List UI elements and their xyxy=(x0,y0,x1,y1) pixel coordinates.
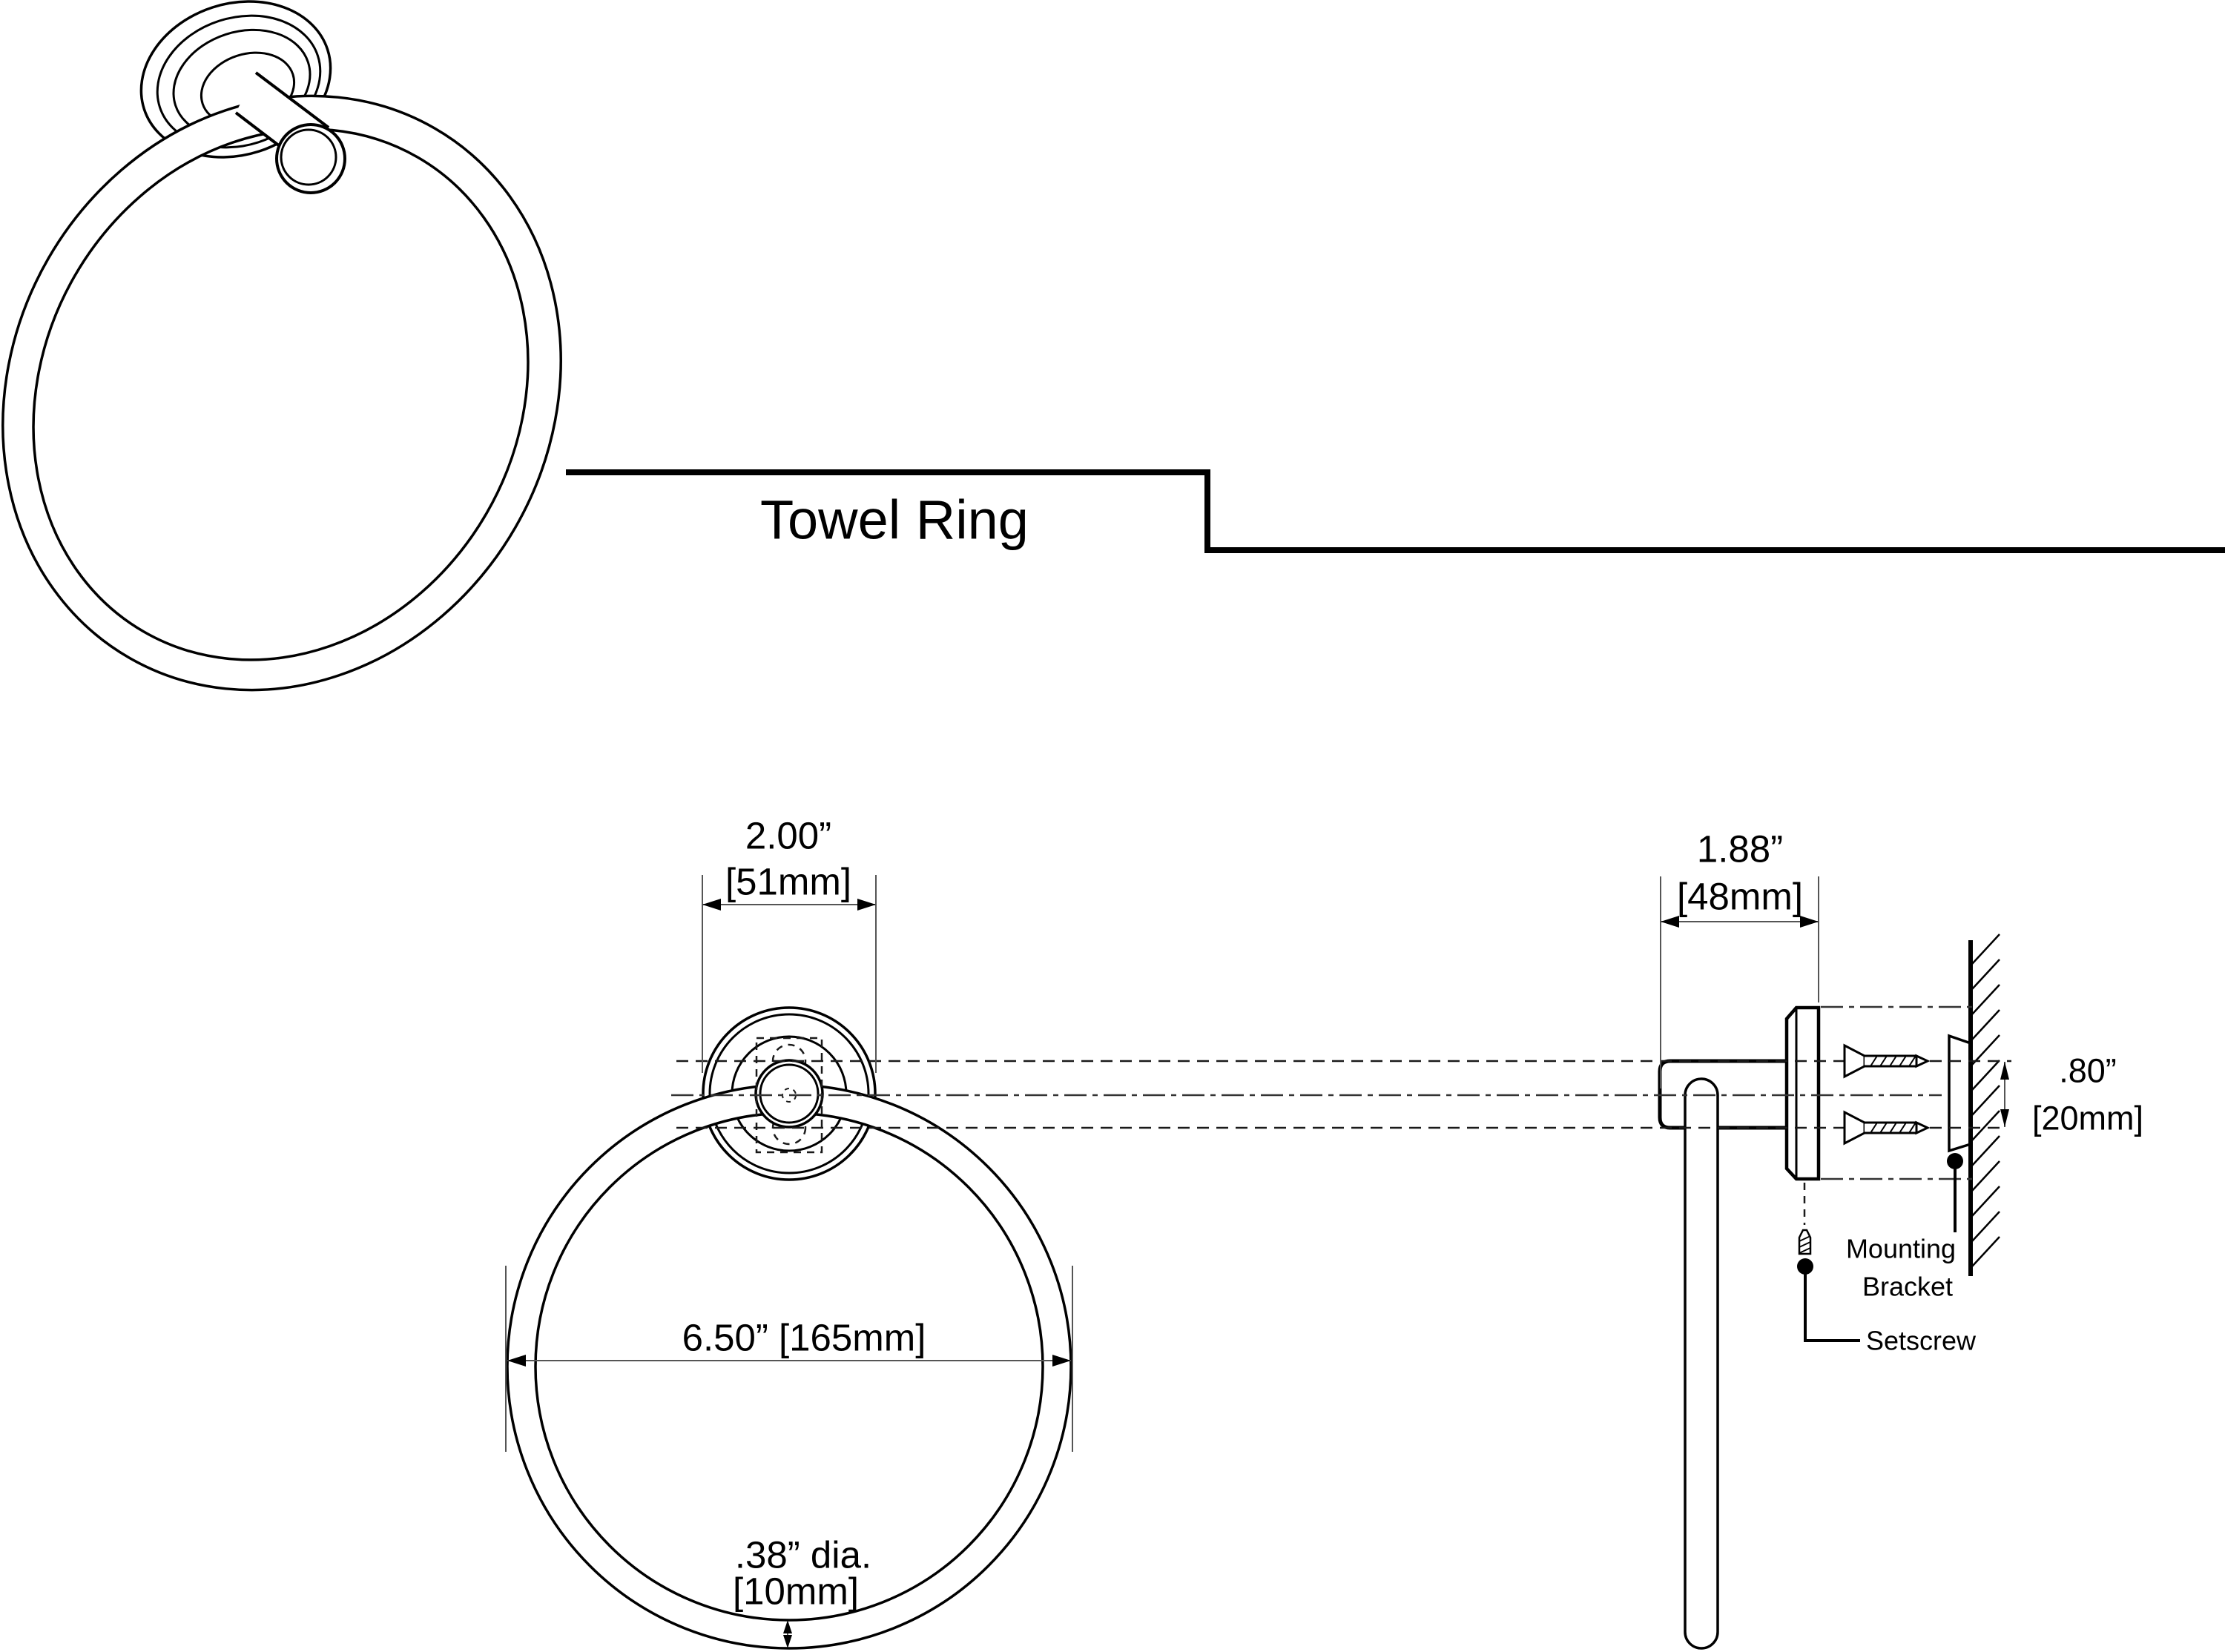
front-view xyxy=(506,1006,1072,1650)
flange-width-mm: [51mm] xyxy=(725,861,851,903)
flange-width-in: 2.00” xyxy=(745,815,831,857)
mounting-screws xyxy=(1843,1043,1931,1146)
side-flange xyxy=(1784,1005,1821,1181)
title-block: Towel Ring xyxy=(566,469,2225,553)
dim-hole-spacing: .80” [20mm] xyxy=(2000,1052,2143,1137)
depth-mm: [48mm] xyxy=(1677,876,1803,918)
front-knob xyxy=(754,1059,824,1129)
wall xyxy=(1968,934,2000,1276)
mounting-bracket-callout: Mounting Bracket xyxy=(1846,1153,1963,1302)
side-view xyxy=(1658,934,2000,1650)
ring-diameter-label: 6.50” [165mm] xyxy=(682,1317,926,1359)
title-separator-line xyxy=(566,469,2225,553)
tube-diameter-mm: [10mm] xyxy=(733,1570,859,1613)
iso-ring xyxy=(1,94,562,692)
projection-lines xyxy=(671,1005,2011,1180)
tube-diameter-in: .38” dia. xyxy=(735,1534,871,1576)
setscrew-leader-line xyxy=(1804,1266,1860,1342)
screw-icon-lower xyxy=(1843,1110,1931,1146)
dim-flange-width: 2.00” [51mm] xyxy=(702,815,877,1073)
mounting-bracket-label-line1: Mounting xyxy=(1846,1234,1956,1264)
front-ring xyxy=(506,1083,1072,1650)
setscrew-callout: Setscrew xyxy=(1797,1183,1977,1356)
hole-spacing-in: .80” xyxy=(2059,1052,2117,1090)
dim-projection-depth: 1.88” [48mm] xyxy=(1660,828,1819,1088)
setscrew-icon xyxy=(1798,1229,1812,1255)
setscrew-label: Setscrew xyxy=(1866,1326,1977,1356)
screw-icon-upper xyxy=(1843,1043,1931,1079)
wall-hatching xyxy=(1971,934,2000,1267)
side-ring-tube xyxy=(1684,1077,1719,1650)
isometric-view xyxy=(1,0,562,692)
page-title: Towel Ring xyxy=(760,489,1029,551)
hole-spacing-mm: [20mm] xyxy=(2032,1100,2143,1137)
side-mounting-bracket xyxy=(1948,1034,1972,1153)
iso-post-cap xyxy=(275,123,346,194)
dim-tube-diameter: .38” dia. [10mm] xyxy=(733,1534,871,1648)
dim-ring-diameter: 6.50” [165mm] xyxy=(505,1266,1073,1452)
depth-in: 1.88” xyxy=(1697,828,1783,870)
mounting-bracket-label-line2: Bracket xyxy=(1862,1272,1953,1302)
